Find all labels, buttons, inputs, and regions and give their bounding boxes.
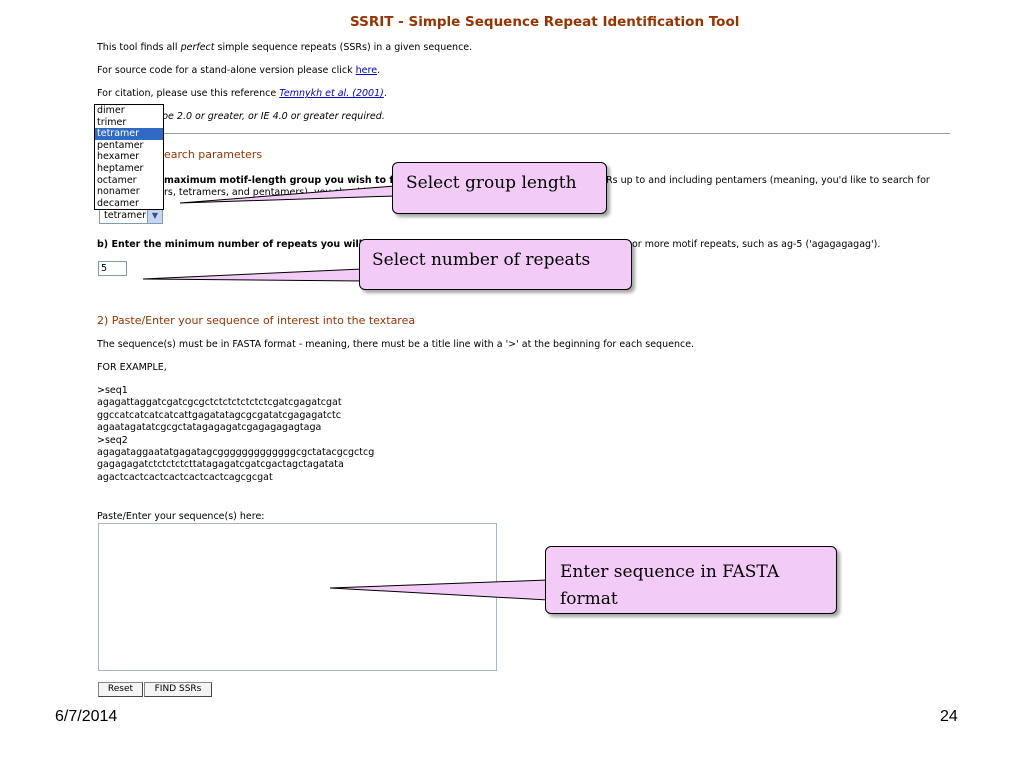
fasta-format-note: The sequence(s) must be in FASTA format … (97, 339, 695, 350)
page-title: SSRIT - Simple Sequence Repeat Identific… (350, 14, 740, 30)
motif-length-selected-value: tetramer (104, 210, 147, 221)
dropdown-option-tetramer[interactable]: tetramer (95, 128, 163, 140)
group-length-pointer (179, 185, 396, 204)
find-ssrs-button[interactable]: FIND SSRs (144, 682, 212, 697)
question-b-label: b) Enter the minimum number of repeats y… (97, 239, 379, 250)
dropdown-option-nonamer[interactable]: nonamer (97, 186, 140, 198)
slide-date: 6/7/2014 (55, 708, 118, 725)
intro-post: simple sequence repeats (SSRs) in a give… (214, 42, 473, 53)
dropdown-option-dimer[interactable]: dimer (97, 105, 125, 116)
horizontal-divider (97, 133, 950, 134)
source-post: . (377, 65, 381, 76)
reset-button[interactable]: Reset (98, 682, 143, 697)
callout-num-repeats: Select number of repeats (359, 239, 632, 290)
source-pre: For source code for a stand-alone versio… (97, 65, 356, 76)
citation-text: For citation, please use this reference … (97, 88, 387, 99)
num-repeats-pointer (142, 268, 363, 282)
dropdown-option-trimer[interactable]: trimer (97, 116, 127, 128)
question-a-label: maximum motif-length group you wish to f… (164, 175, 410, 186)
search-parameters-heading: earch parameters (164, 148, 263, 161)
citation-pre: For citation, please use this reference (97, 88, 280, 99)
example-line: agaatagatatcgcgctatagagagatcgagagagagtag… (97, 422, 322, 434)
callout-fasta: Enter sequence in FASTA format (545, 546, 837, 614)
sequence-section-heading: 2) Paste/Enter your sequence of interest… (97, 314, 416, 327)
fasta-pointer (329, 579, 549, 601)
question-b-continuation: or more motif repeats, such as ag-5 ('ag… (632, 239, 881, 250)
question-a-line2: rs, tetramers, and pentamers), you shoul… (164, 187, 389, 198)
example-line: agagattaggatcgatcgcgctctctctctctctcgatcg… (97, 397, 342, 409)
example-label: FOR EXAMPLE, (97, 362, 167, 373)
slide-page-number: 24 (940, 708, 958, 725)
fasta-example-block: >seq1 agagattaggatcgatcgcgctctctctctctct… (97, 385, 374, 484)
source-code-link[interactable]: here (355, 65, 378, 76)
example-line: agagataggaatatgagatagcgggggggggggggcgcta… (97, 447, 375, 459)
motif-length-dropdown-list[interactable]: dimer trimer tetramer pentamer hexamer h… (94, 104, 164, 211)
dropdown-option-heptamer[interactable]: heptamer (97, 162, 144, 174)
callout-group-length: Select group length (392, 162, 607, 214)
source-code-text: For source code for a stand-alone versio… (97, 65, 380, 76)
paste-sequence-label: Paste/Enter your sequence(s) here: (97, 511, 265, 522)
chevron-down-icon[interactable]: ▼ (147, 209, 162, 223)
example-line: agactcactcactcactcactcactcagcgcgat (97, 471, 273, 483)
citation-link[interactable]: Temnykh et al. (2001) (279, 88, 384, 99)
dropdown-option-hexamer[interactable]: hexamer (97, 151, 140, 163)
example-line: gagagagatctctctctcttatagagatcgatcgactagc… (97, 459, 344, 471)
intro-pre: This tool finds all (97, 42, 181, 53)
example-line: ggccatcatcatcatcattgagatatagcgcgatatcgag… (97, 409, 341, 421)
intro-emphasis: perfect (180, 42, 215, 53)
sequence-textarea[interactable] (98, 523, 497, 671)
example-line: >seq2 (97, 434, 128, 446)
citation-post: . (383, 88, 387, 99)
browser-requirement-note: pe 2.0 or greater, or IE 4.0 or greater … (162, 111, 385, 122)
dropdown-option-decamer[interactable]: decamer (97, 197, 139, 209)
question-a-continuation: Rs up to and including pentamers (meanin… (606, 175, 930, 186)
min-repeats-input[interactable]: 5 (98, 261, 127, 276)
example-line: >seq1 (97, 385, 128, 396)
dropdown-option-pentamer[interactable]: pentamer (97, 139, 144, 151)
dropdown-option-octamer[interactable]: octamer (97, 174, 137, 186)
intro-text: This tool finds all perfect simple seque… (97, 42, 472, 53)
